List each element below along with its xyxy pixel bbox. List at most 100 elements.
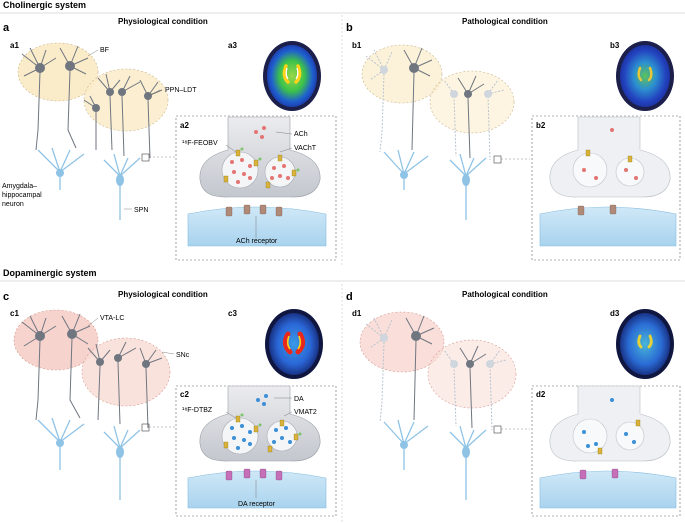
condition-header-d: Pathological condition (462, 290, 548, 299)
subpanel-label-d2: d2 (536, 390, 546, 399)
pet-striatum-hotspot (637, 334, 653, 349)
subpanel-label-b1: b1 (352, 41, 362, 50)
vesicle (615, 157, 645, 187)
subpanel-label-c3: c3 (228, 309, 237, 318)
postsynaptic-membrane (539, 470, 677, 509)
postsynaptic-membrane (187, 470, 327, 509)
da-receptors (225, 468, 283, 481)
spn-soma (462, 446, 470, 458)
postsynaptic-dendrites (37, 147, 141, 220)
subpanel-label-b3: b3 (610, 41, 620, 50)
vesicle (572, 418, 608, 454)
amygdala-neuron-soma (56, 169, 64, 177)
leader-line (161, 351, 175, 355)
leader-line (87, 49, 99, 57)
panel-label-d: d (346, 291, 353, 303)
label-ppn-ldt: PPN–LDT (165, 87, 197, 94)
subpanel-label-b2: b2 (536, 121, 546, 130)
bf-region (361, 44, 443, 104)
label-feobv: ¹⁸F-FEOBV (182, 140, 218, 147)
bf-region (17, 42, 99, 102)
amygdala-neuron-soma (400, 171, 408, 179)
spn-soma (462, 174, 470, 186)
ach-receptors (225, 204, 283, 217)
panel-a: a Physiological condition a1 (2, 17, 337, 261)
leader-line (279, 147, 293, 153)
label-vta-lc: VTA-LC (100, 315, 124, 322)
pet-striatum-core (285, 67, 299, 80)
synapse-icon: ACh ¹⁸F-FEOBV VAChT ACh receptor (182, 116, 327, 247)
presynaptic-terminal (549, 385, 671, 462)
snc-region (427, 339, 517, 409)
pet-scan-icon (265, 309, 323, 379)
snc-region (81, 337, 171, 407)
label-snc: SNc (176, 352, 190, 359)
label-amygdala-1: Amygdala– (2, 183, 37, 190)
label-amygdala-2: hippocampal (2, 192, 42, 199)
subpanel-label-d3: d3 (610, 309, 620, 318)
ppn-ldt-region (429, 70, 515, 134)
synapse-inset-b2 (531, 115, 681, 261)
section-title-cholinergic: Cholinergic system (3, 0, 86, 10)
pet-scan-icon (616, 41, 674, 111)
ach-dots (582, 128, 638, 180)
subpanel-label-a3: a3 (228, 41, 237, 50)
condition-header-c: Physiological condition (118, 290, 208, 299)
label-vmat2: VMAT2 (294, 409, 317, 416)
neuron-diagram-d1 (359, 311, 530, 500)
ach-receptors (577, 204, 617, 216)
neuron-icon (403, 47, 485, 159)
amygdala-neuron-soma (400, 441, 408, 449)
subpanel-label-c2: c2 (180, 390, 189, 399)
leader-line (275, 131, 293, 135)
panel-c: c Physiological condition c1 (3, 290, 337, 517)
neuron-icon (365, 317, 507, 431)
neuron-somata (380, 331, 494, 368)
condition-header-a: Physiological condition (118, 17, 208, 26)
synapse-zoom-box (493, 425, 502, 434)
pet-brain (267, 45, 317, 107)
ppn-ldt-region (83, 68, 169, 132)
presynaptic-terminal (549, 116, 671, 198)
condition-header-b: Pathological condition (462, 17, 548, 26)
pet-scan-icon (263, 41, 321, 111)
label-da-receptor: DA receptor (238, 501, 276, 508)
synapse-inset-a2 (175, 115, 337, 261)
panel-b: b Pathological condition b1 (346, 17, 681, 261)
label-bf: BF (100, 47, 109, 54)
neuron-diagram-b1 (361, 44, 530, 220)
vesicle (221, 417, 259, 455)
pet-striatum-core (286, 335, 302, 350)
vesicle (221, 151, 259, 189)
label-ach-receptor: ACh receptor (236, 238, 278, 245)
subpanel-label-d1: d1 (352, 309, 362, 318)
da-dots (230, 394, 292, 450)
postsynaptic-membrane (187, 206, 327, 247)
vesicle (615, 421, 645, 451)
spn-soma (116, 174, 124, 186)
neuron-icon (405, 315, 487, 429)
pet-striatum-hotspot (637, 66, 653, 82)
panel-label-c: c (3, 291, 9, 303)
postsynaptic-dendrites (37, 417, 141, 500)
amygdala-neuron-soma (56, 439, 64, 447)
synapse-icon: DA ¹⁸F-DTBZ VMAT2 DA receptor (182, 385, 327, 509)
neuron-diagram-c1: VTA-LC SNc (13, 309, 190, 500)
vmat2-transporters (223, 415, 299, 453)
synapse-zoom-box (493, 155, 502, 164)
label-ach: ACh (294, 131, 308, 138)
label-amygdala-3: neuron (2, 201, 24, 208)
pet-scan-icon (616, 309, 674, 379)
vacht-transporters (223, 149, 297, 189)
postsynaptic-membrane (539, 206, 677, 247)
neuron-diagram-a1: BF PPN–LDT Amygdala– hippocampal neuron … (2, 42, 197, 220)
panel-d: d Pathological condition d1 (346, 290, 681, 517)
cholinergic-section-header: Cholinergic system (0, 0, 685, 14)
leader-line (87, 317, 99, 327)
label-spn: SPN (134, 207, 148, 214)
pet-brain (620, 45, 670, 107)
leader-line (225, 144, 237, 153)
synapse-icon (539, 116, 677, 247)
label-da: DA (294, 396, 304, 403)
